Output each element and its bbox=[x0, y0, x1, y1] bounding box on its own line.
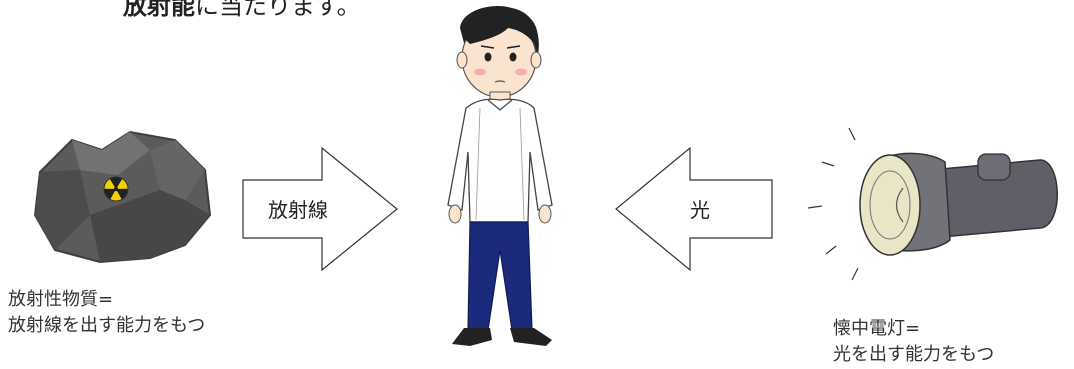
radioactive-rock bbox=[35, 132, 210, 262]
radioactive-material-caption-line1: 放射性物質= bbox=[8, 287, 205, 313]
person-figure bbox=[448, 6, 552, 346]
radiation-trefoil-icon bbox=[103, 177, 129, 201]
light-arrow: 光 bbox=[616, 148, 772, 270]
flashlight-caption-line2: 光を出す能力をもつ bbox=[833, 342, 994, 368]
light-arrow-label: 光 bbox=[690, 198, 710, 222]
flashlight-caption-line1: 懐中電灯= bbox=[833, 316, 994, 342]
flashlight-caption: 懐中電灯= 光を出す能力をもつ bbox=[833, 316, 994, 368]
radiation-arrow: 放射線 bbox=[243, 148, 397, 270]
radioactive-material-caption: 放射性物質= 放射線を出す能力をもつ bbox=[8, 287, 205, 339]
radiation-arrow-label: 放射線 bbox=[268, 198, 328, 222]
flashlight-icon bbox=[808, 128, 1057, 280]
radioactive-material-caption-line2: 放射線を出す能力をもつ bbox=[8, 313, 205, 339]
